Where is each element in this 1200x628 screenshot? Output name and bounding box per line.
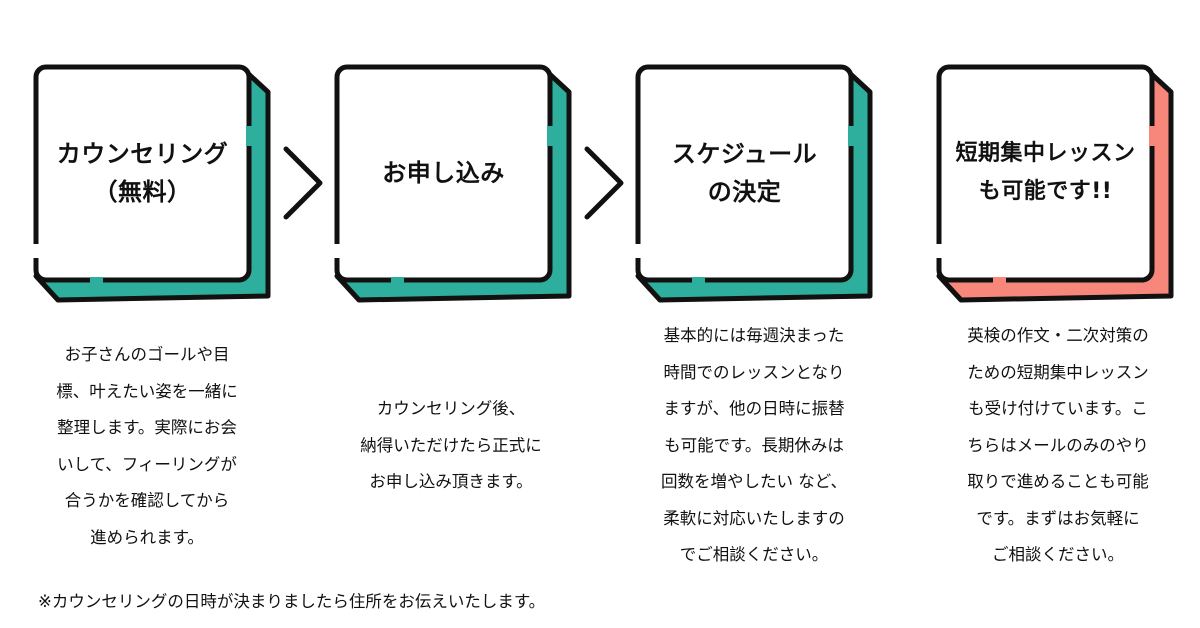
card-shape (936, 64, 1174, 303)
step-description: 英検の作文・二次対策の ための短期集中レッスン も受け付けています。こ ちらはメ… (967, 326, 1149, 564)
chevron-right-icon (584, 146, 624, 220)
chevron-right-icon (283, 146, 323, 220)
step-description: 基本的には毎週決まった 時間でのレッスンとなり ますが、他の日時に振替 も可能で… (661, 326, 847, 564)
step-title: 短期集中レッスン も可能です!! (955, 140, 1136, 204)
step-title: スケジュール の決定 (671, 139, 818, 206)
step-card-2: お申し込み (331, 60, 581, 310)
step-description: お子さんのゴールや目 標、叶えたい姿を一緒に 整理します。実際にお会 いして、フ… (56, 345, 238, 547)
card-shape (635, 64, 873, 303)
step-card-1: カウンセリング （無料） (30, 60, 280, 310)
step-title: カウンセリング （無料） (56, 139, 229, 206)
card-shape (334, 64, 572, 303)
step-description: カウンセリング後、 納得いただけたら正式に お申し込み頂きます。 (360, 399, 542, 491)
card-shape (33, 64, 271, 303)
step-card-3: スケジュール の決定 (632, 60, 882, 310)
step-title: お申し込み (382, 158, 505, 187)
step-card-4: 短期集中レッスン も可能です!! (933, 60, 1183, 310)
footnote: ※カウンセリングの日時が決まりましたら住所をお伝えいたします。 (38, 592, 546, 611)
